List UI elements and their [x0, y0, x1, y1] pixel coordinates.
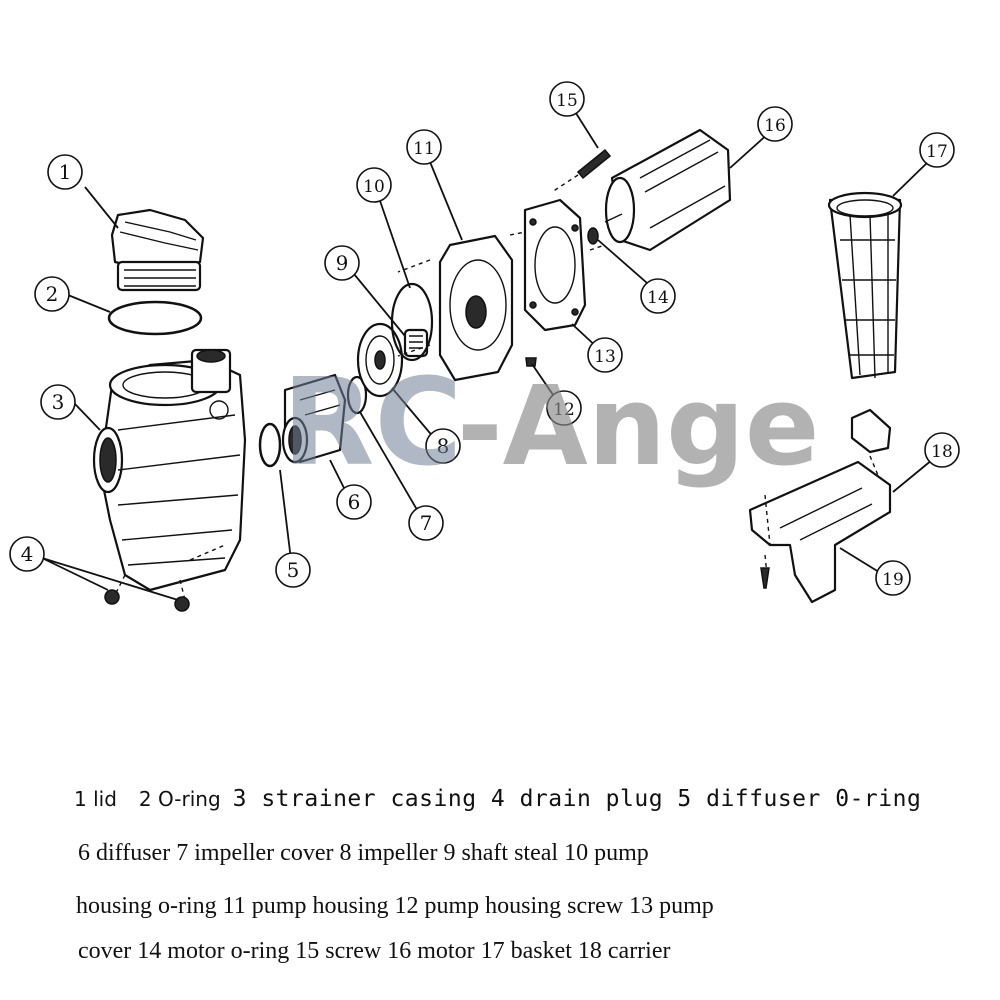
- o-ring-part: [107, 300, 203, 336]
- callout-7: 7: [408, 505, 444, 541]
- callout-11-label: 11: [413, 139, 435, 159]
- callout-18: 18: [924, 432, 960, 468]
- callout-14-label: 14: [647, 288, 669, 308]
- callout-6-label: 6: [348, 490, 361, 514]
- motor-o-ring-part: [587, 227, 599, 245]
- callout-16: 16: [757, 106, 793, 142]
- callout-18-label: 18: [931, 442, 953, 462]
- watermark-text: -Angel: [457, 362, 822, 490]
- pump-housing-screw-part: [525, 357, 537, 367]
- pump-housing-o-ring-part: [390, 282, 434, 362]
- callout-2-label: 2: [46, 282, 59, 306]
- callout-5: 5: [275, 552, 311, 588]
- legend-line-4: cover 14 motor o-ring 15 screw 16 motor …: [78, 938, 671, 964]
- callout-9-label: 9: [336, 251, 349, 275]
- legend-o-ring: 2 O-ring: [138, 787, 221, 811]
- callout-1-label: 1: [59, 160, 72, 184]
- callout-16-label: 16: [764, 116, 786, 136]
- callout-14: 14: [640, 278, 676, 314]
- motor-part: [604, 128, 732, 252]
- callout-3-label: 3: [52, 390, 65, 414]
- callout-13-label: 13: [594, 347, 616, 367]
- callout-15: 15: [549, 81, 585, 117]
- lid-part: [110, 208, 205, 292]
- callout-3: 3: [40, 384, 76, 420]
- pump-cover-part: [509, 198, 606, 332]
- callout-19-label: 19: [882, 570, 904, 590]
- basket-part: [827, 191, 903, 380]
- legend-lid: 1 lid: [74, 787, 117, 811]
- impeller-part: [356, 322, 404, 398]
- strainer-casing-part: [92, 348, 247, 601]
- carrier-part: [850, 408, 892, 481]
- callout-2: 2: [34, 276, 70, 312]
- diffuser-o-ring-part: [258, 422, 282, 468]
- callout-12-label: 12: [553, 400, 575, 420]
- callout-4: 4: [9, 536, 45, 572]
- drain-plug-part: [104, 589, 190, 612]
- callout-8: 8: [425, 428, 461, 464]
- callout-13: 13: [587, 337, 623, 373]
- legend-line-1-rest: 3 strainer casing 4 drain plug 5 diffuse…: [232, 786, 922, 812]
- watermark-prefix: RC: [282, 354, 462, 492]
- callout-9: 9: [324, 245, 360, 281]
- callout-12: 12: [546, 390, 582, 426]
- pump-housing-part: [397, 234, 514, 382]
- callout-10-label: 10: [363, 177, 385, 197]
- callout-11: 11: [406, 129, 442, 165]
- callout-4-label: 4: [21, 542, 34, 566]
- callout-5-label: 5: [287, 558, 300, 582]
- shaft-seal-part: [403, 328, 429, 358]
- base-part: [748, 460, 892, 604]
- callout-1: 1: [47, 154, 83, 190]
- callout-19: 19: [875, 560, 911, 596]
- legend-line-1: 1 lid 2 O-ring 3 strainer casing 4 drain…: [60, 786, 960, 813]
- callout-7-label: 7: [420, 511, 433, 535]
- parts-drawing: 1 2 3 4 5 6 7 8 9 10 11 12 13 14 15 16 1…: [9, 81, 960, 612]
- leader-lines: [41, 109, 939, 601]
- callout-15-label: 15: [556, 91, 578, 111]
- callout-6: 6: [336, 484, 372, 520]
- legend-line-2: 6 diffuser 7 impeller cover 8 impeller 9…: [78, 840, 649, 866]
- rc-angel-watermark: RC -Angel: [282, 354, 822, 492]
- screw-part: [551, 148, 612, 193]
- legend-line-3: housing o-ring 11 pump housing 12 pump h…: [76, 893, 714, 919]
- callout-17-label: 17: [926, 142, 948, 162]
- callout-8-label: 8: [437, 434, 450, 458]
- callout-10: 10: [356, 167, 392, 203]
- impeller-cover-part: [346, 375, 368, 415]
- diffuser-part: [281, 373, 347, 464]
- callout-17: 17: [919, 132, 955, 168]
